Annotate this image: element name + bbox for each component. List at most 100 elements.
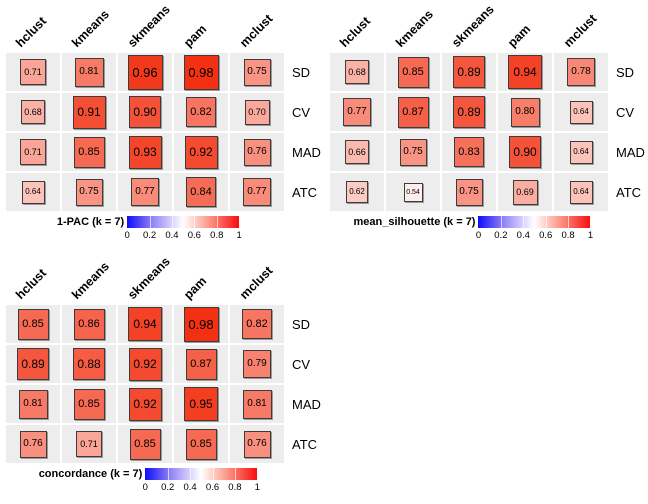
legend-tick-mark <box>212 468 214 480</box>
column-header-pam: pam <box>181 21 210 50</box>
value-square: 0.80 <box>510 97 540 127</box>
value-square: 0.94 <box>508 55 542 89</box>
cell-value: 0.62 <box>349 187 365 196</box>
cell-value: 0.64 <box>25 187 41 196</box>
heatmap-cell: 0.91 <box>62 93 116 131</box>
legend-gradient-bar <box>127 216 240 228</box>
legend-tick-label: 0.6 <box>187 230 201 241</box>
cell-value: 0.98 <box>188 316 214 332</box>
value-square: 0.82 <box>242 309 272 339</box>
cell-value: 0.87 <box>190 357 212 370</box>
legend-title: mean_silhouette (k = 7) <box>353 216 476 228</box>
cell-value: 0.78 <box>571 66 591 77</box>
heatmap-cell: 0.71 <box>6 53 60 91</box>
cell-value: 0.87 <box>402 105 424 118</box>
cell-value: 0.94 <box>513 65 537 79</box>
cell-value: 0.85 <box>190 437 212 450</box>
legend-tick-mark <box>234 468 236 480</box>
value-square: 0.89 <box>453 96 485 128</box>
value-square: 0.71 <box>20 59 46 85</box>
heatmap-cell: 0.85 <box>62 133 116 171</box>
value-square: 0.85 <box>397 56 429 88</box>
cell-value: 0.75 <box>79 186 99 197</box>
cell-value: 0.64 <box>573 107 589 116</box>
value-square: 0.64 <box>569 180 593 204</box>
cell-value: 0.75 <box>247 66 267 77</box>
legend-tick-label: 0 <box>142 482 148 493</box>
heatmap-cell: 0.79 <box>230 345 284 383</box>
value-square: 0.76 <box>243 138 271 166</box>
heatmap-cell: 0.80 <box>498 93 552 131</box>
cell-value: 0.81 <box>23 398 43 409</box>
column-header-pam: pam <box>181 273 210 302</box>
row-label-CV: CV <box>616 105 635 120</box>
heatmap-cell: 0.92 <box>174 133 228 171</box>
cell-value: 0.54 <box>406 188 420 196</box>
value-square: 0.93 <box>128 135 162 169</box>
heatmap-cell: 0.89 <box>6 345 60 383</box>
legend-title: 1-PAC (k = 7) <box>56 216 125 228</box>
column-header-skmeans: skmeans <box>125 254 173 302</box>
legend-tick-label: 0.8 <box>561 230 575 241</box>
value-square: 0.75 <box>243 58 271 86</box>
cell-value: 0.70 <box>248 106 266 117</box>
legend-tick-mark <box>149 216 151 228</box>
cell-value: 0.77 <box>135 186 155 197</box>
heatmap-cell: 0.90 <box>118 93 172 131</box>
heatmap-cell: 0.95 <box>174 385 228 423</box>
value-square: 0.75 <box>75 178 103 206</box>
value-square: 0.87 <box>185 348 217 380</box>
legend-gradient-bar <box>145 468 258 480</box>
heatmap-cell: 0.87 <box>174 345 228 383</box>
heatmap-cell: 0.92 <box>118 385 172 423</box>
heatmap-cell: 0.88 <box>62 345 116 383</box>
cell-value: 0.89 <box>457 65 481 79</box>
row-label-CV: CV <box>292 105 311 120</box>
value-square: 0.85 <box>129 428 161 460</box>
cell-value: 0.93 <box>133 145 157 159</box>
cell-value: 0.76 <box>247 438 267 449</box>
cell-value: 0.92 <box>189 145 213 159</box>
value-square: 0.70 <box>244 99 270 125</box>
cell-value: 0.71 <box>80 438 98 449</box>
value-square: 0.54 <box>403 182 423 202</box>
heatmap-cell: 0.64 <box>554 173 608 211</box>
value-square: 0.77 <box>131 178 159 206</box>
cell-value: 0.71 <box>24 66 42 77</box>
value-square: 0.87 <box>397 96 429 128</box>
heatmap-cell: 0.94 <box>118 305 172 343</box>
cell-value: 0.96 <box>132 64 158 80</box>
legend-tick-label: 1 <box>587 230 594 241</box>
cell-value: 0.82 <box>190 105 212 118</box>
column-header-mclust: mclust <box>237 11 276 50</box>
legend-title: concordance (k = 7) <box>38 468 143 480</box>
heatmap-cell: 0.75 <box>230 53 284 91</box>
heatmap-cell: 0.84 <box>174 173 228 211</box>
cell-value: 0.90 <box>133 105 157 119</box>
column-header-hclust: hclust <box>13 266 50 302</box>
legend-tick-label: 0 <box>124 230 130 241</box>
cell-value: 0.90 <box>513 145 537 159</box>
heatmap-cell: 0.85 <box>386 53 440 91</box>
heatmap-cell: 0.68 <box>6 93 60 131</box>
cell-value: 0.85 <box>402 65 424 78</box>
cell-value: 0.84 <box>190 185 212 198</box>
value-square: 0.92 <box>128 347 162 381</box>
value-square: 0.76 <box>19 430 47 458</box>
row-label-ATC: ATC <box>292 437 318 452</box>
cell-value: 0.80 <box>515 106 535 117</box>
heatmap-cell: 0.75 <box>442 173 496 211</box>
value-square: 0.91 <box>72 95 106 129</box>
row-label-SD: SD <box>292 317 311 332</box>
value-square: 0.94 <box>128 307 162 341</box>
column-header-kmeans: kmeans <box>393 7 436 50</box>
legend-tick-label: 0.4 <box>183 482 197 493</box>
cell-value: 0.66 <box>348 146 366 157</box>
cell-value: 0.68 <box>24 106 42 117</box>
value-square: 0.86 <box>73 308 105 340</box>
heatmap-cell: 0.89 <box>442 93 496 131</box>
heatmap-cell: 0.86 <box>62 305 116 343</box>
